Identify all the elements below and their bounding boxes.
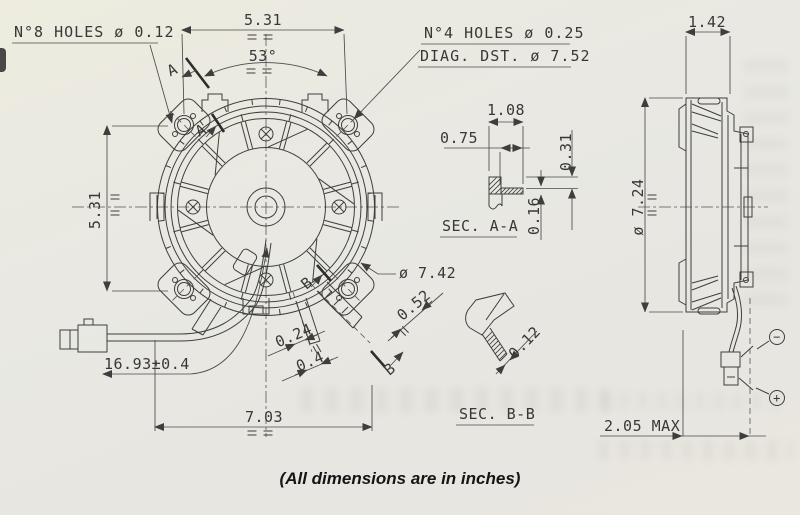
dim-531-left: 5.31 <box>86 191 104 229</box>
dim-dia-742: ø 7.42 <box>399 264 456 282</box>
dim-53deg: 53° <box>249 47 278 65</box>
section-aa-title: SEC. A-A <box>442 217 518 235</box>
flange-edge-top <box>678 103 687 152</box>
diagonal-strut-b <box>316 281 363 329</box>
centerline-tab-diagonal <box>310 283 371 344</box>
dim-04: 0.4 <box>293 348 326 376</box>
labels: N°8 HOLES ø 0.12 N°4 HOLES ø 0.25 DIAG. … <box>14 11 726 488</box>
polarity-positive-icon: + <box>755 387 785 406</box>
scan-edge-mark <box>0 48 6 72</box>
polarity-negative-icon: − <box>756 329 785 350</box>
dim-703: 7.03 <box>245 408 283 426</box>
side-tab-west <box>149 192 165 221</box>
hub-outer <box>246 187 286 227</box>
side-wire <box>728 285 743 353</box>
dim-531-top: 5.31 <box>244 11 282 29</box>
fan-side-view: − + <box>638 97 785 406</box>
wire-connector <box>59 318 108 353</box>
shroud-fins <box>691 97 722 315</box>
leader-holes4 <box>353 49 421 120</box>
dim-012: 0.12 <box>505 323 544 363</box>
wire-exit-grommet <box>232 248 258 276</box>
section-marker-a-inner: A <box>192 120 209 140</box>
polarity-negative-label: − <box>773 330 781 344</box>
fan-front-view <box>59 34 402 437</box>
dim-142: 1.42 <box>688 13 726 31</box>
leader-holes8 <box>149 44 174 124</box>
dimensions <box>12 26 766 440</box>
flange-edge-bottom <box>678 258 687 306</box>
leader-dia742 <box>360 262 396 275</box>
footer-note: (All dimensions are in inches) <box>280 469 521 488</box>
section-aa-detail <box>488 176 524 210</box>
hatching <box>489 177 501 194</box>
section-bb-profile <box>465 292 515 336</box>
section-bb-detail <box>465 292 515 362</box>
note-holes4: N°4 HOLES ø 0.25 <box>424 24 585 42</box>
dim-205-max: 2.05 MAX <box>604 417 680 435</box>
dim-108: 1.08 <box>487 101 525 119</box>
top-tab-left <box>201 93 229 112</box>
polarity-positive-label: + <box>773 391 781 405</box>
section-marker-a-outer: A <box>164 60 180 80</box>
dim-wire-length: 16.93±0.4 <box>104 355 190 373</box>
hub-inner <box>254 195 278 219</box>
side-tab-east <box>367 192 383 221</box>
dim-075: 0.75 <box>440 129 478 147</box>
note-diag-dist: DIAG. DST. ø 7.52 <box>420 47 591 65</box>
section-bb-title: SEC. B-B <box>459 405 535 423</box>
top-tab-right <box>301 93 329 112</box>
corner-flange-top-left <box>157 98 211 152</box>
dim-dia-724: ø 7.24 <box>629 178 647 235</box>
hatching <box>501 188 523 194</box>
section-marker-b-outer: B <box>380 359 399 379</box>
dim-016: 0.16 <box>525 197 543 235</box>
side-connector <box>720 345 754 391</box>
balance-marks <box>110 34 657 436</box>
lower-left-strut <box>191 298 222 336</box>
corner-flange-bottom-left <box>157 262 211 316</box>
corner-flange-top-right <box>321 98 375 152</box>
dim-024: 0.24 <box>273 320 315 351</box>
motor-brackets <box>734 126 754 288</box>
dim-031: 0.31 <box>557 133 575 171</box>
break-line <box>488 203 503 210</box>
note-holes8: N°8 HOLES ø 0.12 <box>14 23 175 41</box>
